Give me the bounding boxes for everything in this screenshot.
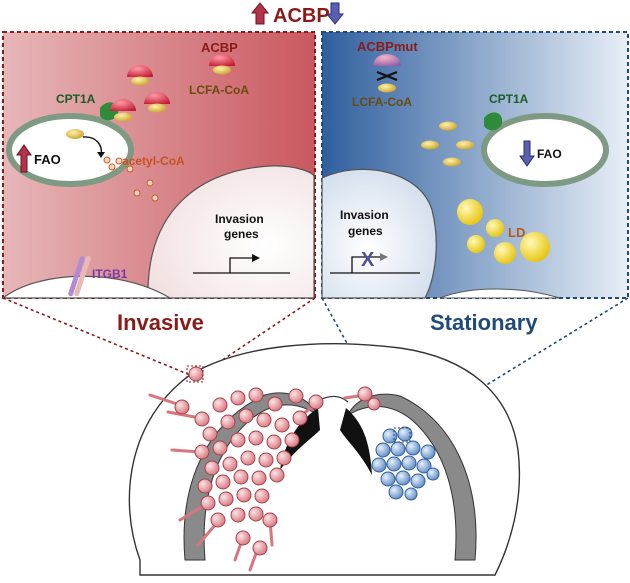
left-cell-membrane <box>1 275 173 299</box>
right-fao-down-arrow-icon <box>519 140 535 167</box>
right-mitochondrion <box>481 113 609 187</box>
brain-outline <box>128 343 521 576</box>
right-cell-membrane <box>439 288 561 299</box>
left-gene-line <box>193 257 290 274</box>
right-cpt1a-label: CPT1A <box>489 92 529 106</box>
itgb1-protein <box>68 256 91 297</box>
right-gene-line <box>330 256 420 274</box>
ld-label: LD <box>508 225 525 240</box>
left-lcfa-coa-label: LCFA-CoA <box>189 83 249 97</box>
left-gene-arrowhead <box>252 254 260 262</box>
itgb1-label: ITGB1 <box>92 267 128 281</box>
left-mitochondrion <box>6 113 134 187</box>
stationary-tumor <box>371 426 440 501</box>
acbp-complex <box>127 65 153 86</box>
brain-section <box>128 343 521 576</box>
title-acbp: ACBP <box>273 5 330 27</box>
right-gene-arrowhead <box>380 253 388 261</box>
down-arrow-icon <box>325 2 345 25</box>
left-fao-label: FAO <box>34 152 61 167</box>
acbpmut-label: ACBPmut <box>357 39 418 54</box>
right-nucleus <box>321 168 437 299</box>
right-cpt1a-protein <box>484 112 503 131</box>
invasive-zoom-box <box>186 365 204 383</box>
stationary-caption: Stationary <box>430 310 538 335</box>
acbp-complex <box>110 99 136 122</box>
left-invasion-label-1: Invasion <box>215 212 264 226</box>
acbpmut-complex <box>373 54 401 93</box>
invasive-caption: Invasive <box>117 310 204 335</box>
right-fao-label: FAO <box>537 147 562 161</box>
left-cpt1a-label: CPT1A <box>56 92 96 106</box>
right-lcfa-coa-label: LCFA-CoA <box>352 95 412 109</box>
left-fao-up-arrow-icon <box>16 144 32 173</box>
left-panel: CPT1A FAO acetyl-CoA <box>1 31 316 299</box>
right-invasion-label-2: genes <box>348 224 383 238</box>
left-invasion-label-2: genes <box>224 227 259 241</box>
right-invasion-label-1: Invasion <box>340 208 389 222</box>
left-acbp-complexes <box>110 54 235 122</box>
acbp-complex <box>209 54 235 75</box>
left-fao-arrowhead <box>97 152 105 158</box>
invasive-cells <box>174 366 381 556</box>
invasive-tumor <box>148 366 381 572</box>
left-panel-border <box>2 31 316 299</box>
free-lcfa-coa <box>421 121 474 167</box>
left-mito-lipid <box>66 129 84 139</box>
left-nucleus <box>147 165 315 299</box>
blocked-x-mark: X <box>361 249 375 271</box>
acetyl-coa-dots <box>103 156 159 202</box>
acbp-complex <box>144 92 170 113</box>
up-arrow-icon <box>250 2 270 25</box>
stationary-zoom-box <box>393 427 411 443</box>
third-ventricle-right <box>340 408 372 475</box>
right-panel: CPT1A FAO ACBPmut LCFA-CoA LD Invasi <box>321 31 629 299</box>
left-acbp-label: ACBP <box>201 40 238 55</box>
title-group: ACBP <box>250 2 345 27</box>
left-acetyl-coa-label: acetyl-CoA <box>122 154 185 168</box>
lipid-droplets <box>457 199 550 264</box>
